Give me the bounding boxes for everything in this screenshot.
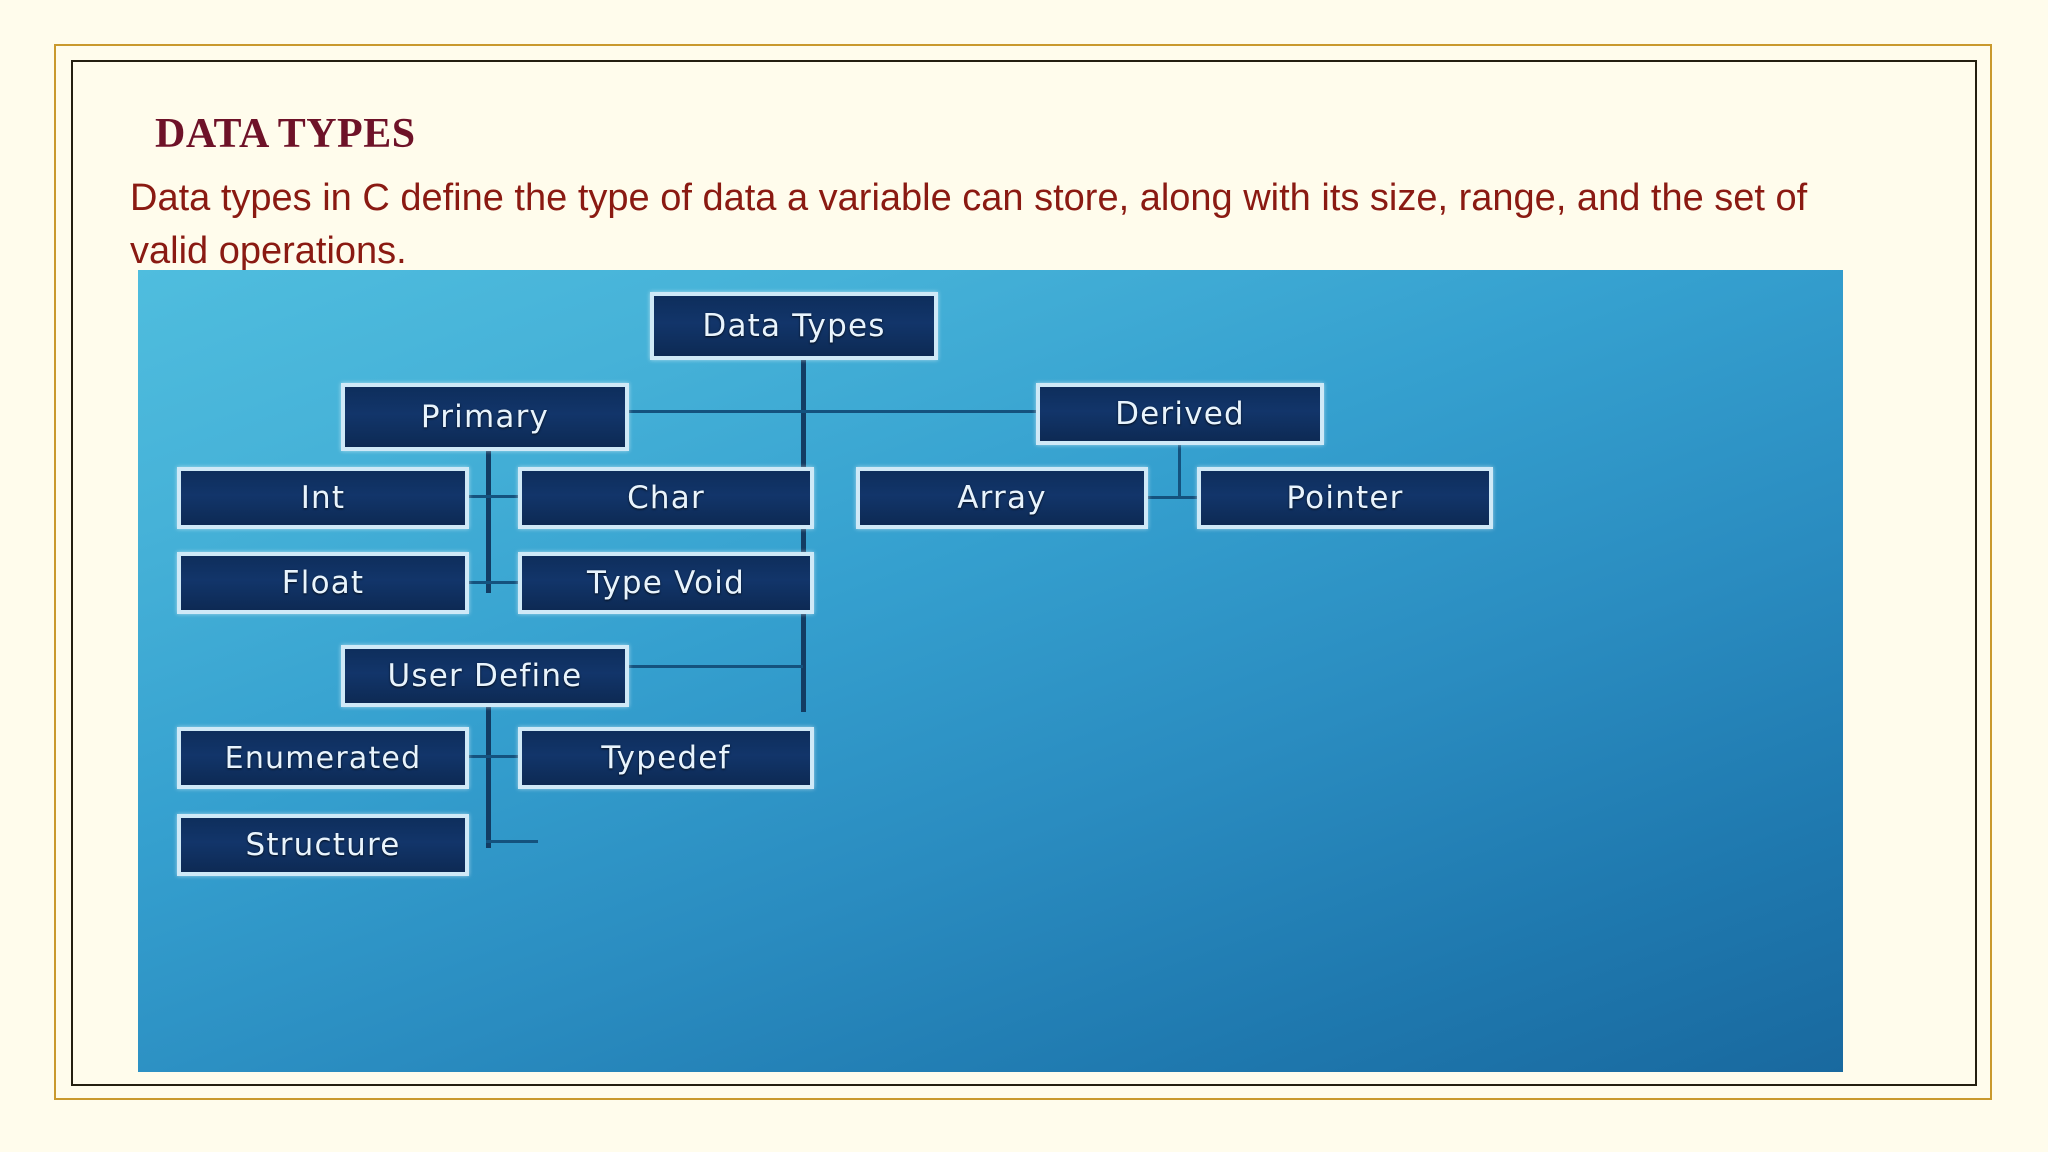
node-label: Pointer — [1286, 480, 1404, 516]
node-data-types[interactable]: Data Types — [650, 292, 938, 360]
connector-level1-bar — [618, 410, 1286, 413]
connector-root-stem — [801, 360, 806, 712]
node-label: Typedef — [601, 740, 731, 776]
connector-root-to-userdefine — [618, 665, 803, 668]
node-label: Char — [627, 480, 705, 516]
body-paragraph: Data types in C define the type of data … — [130, 177, 1808, 272]
connector-primary-stem — [486, 433, 491, 593]
data-types-hierarchy-diagram: Data Types Primary Derived Int Char Arra… — [138, 270, 1843, 1072]
node-pointer[interactable]: Pointer — [1197, 467, 1493, 529]
node-label: Int — [300, 480, 346, 516]
node-structure[interactable]: Structure — [177, 814, 469, 876]
node-derived[interactable]: Derived — [1036, 383, 1324, 445]
connector-userdefine-stem — [486, 688, 491, 848]
node-label: Array — [957, 480, 1047, 516]
node-label: Data Types — [702, 308, 886, 344]
node-label: Float — [281, 565, 365, 601]
connector-float-typevoid — [438, 581, 540, 584]
node-type-void[interactable]: Type Void — [518, 552, 814, 614]
connector-structure-elbow-h — [486, 840, 538, 843]
outer-gold-frame — [54, 44, 1992, 1100]
node-label: Primary — [420, 399, 550, 435]
page-title: DATA TYPES — [155, 111, 416, 157]
node-enumerated[interactable]: Enumerated — [177, 727, 469, 789]
node-label: Structure — [245, 827, 401, 863]
connector-derived-stem — [1178, 433, 1181, 498]
node-label: User Define — [387, 658, 583, 694]
node-label: Type Void — [587, 565, 745, 601]
node-int[interactable]: Int — [177, 467, 469, 529]
node-label: Derived — [1115, 396, 1245, 432]
node-float[interactable]: Float — [177, 552, 469, 614]
connector-int-char — [438, 495, 540, 498]
node-array[interactable]: Array — [856, 467, 1148, 529]
node-typedef[interactable]: Typedef — [518, 727, 814, 789]
connector-enumerated-typedef — [438, 755, 540, 758]
node-primary[interactable]: Primary — [341, 383, 629, 451]
node-label: Enumerated — [224, 740, 422, 776]
node-user-define[interactable]: User Define — [341, 645, 629, 707]
inner-dark-frame — [71, 60, 1977, 1086]
connector-array-pointer — [1123, 496, 1233, 499]
node-char[interactable]: Char — [518, 467, 814, 529]
